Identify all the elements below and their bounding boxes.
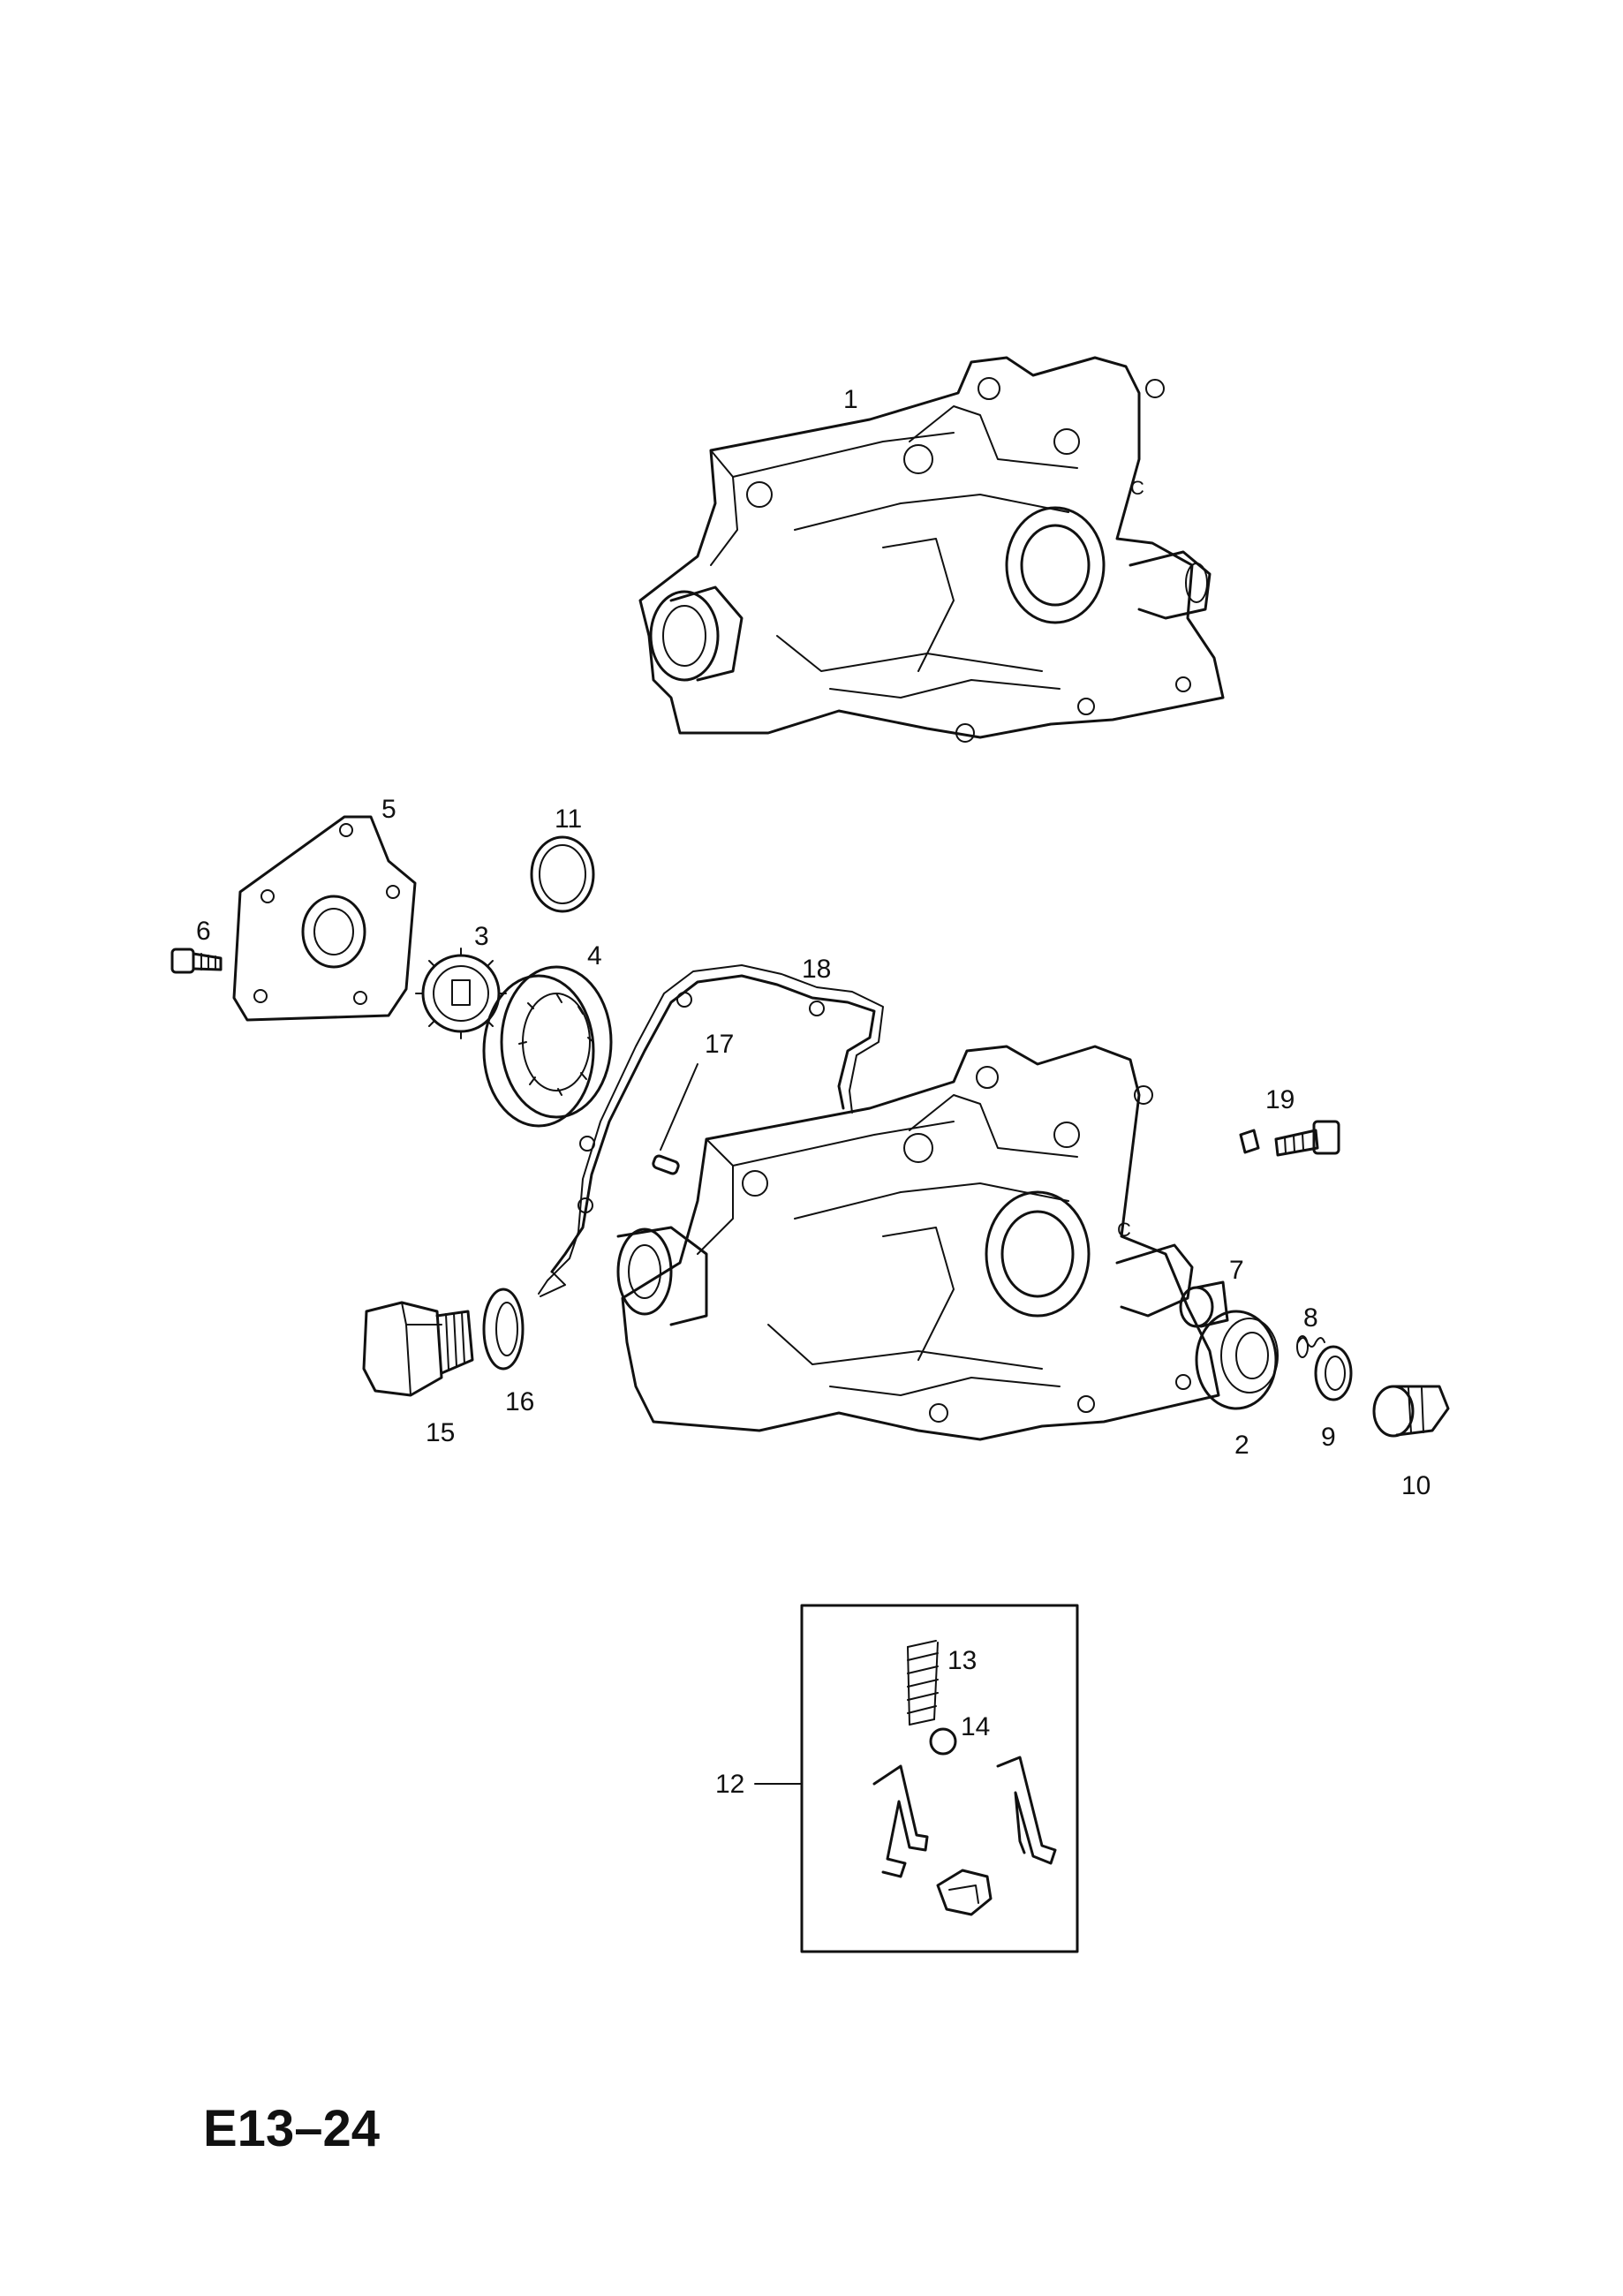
part-12-relief-valve-kit-box <box>754 1604 1079 1953</box>
label-part-7: 7 <box>1229 1256 1244 1285</box>
part-8-relief-spring <box>1296 1335 1325 1358</box>
label-part-9: 9 <box>1321 1423 1336 1452</box>
label-part-13: 13 <box>947 1646 977 1675</box>
part-14-valve-ball <box>929 1727 957 1756</box>
part-labels: 1 5 11 6 3 4 18 17 19 7 8 15 16 2 9 10 1… <box>196 385 1431 1799</box>
label-part-5: 5 <box>381 795 396 824</box>
part-3-inner-rotor-gear <box>415 948 507 1039</box>
part-11-circlip <box>530 835 595 913</box>
label-part-10: 10 <box>1401 1471 1431 1500</box>
part-5-pump-cover-plate <box>232 815 417 1022</box>
part-6-cover-screw <box>170 948 223 974</box>
part-17-dowel-pin <box>652 1154 680 1175</box>
label-part-15: 15 <box>426 1418 455 1447</box>
svg-text:C: C <box>1117 1219 1131 1241</box>
part-18-pump-gasket <box>538 964 884 1297</box>
leader-lines <box>660 1063 698 1151</box>
part-15-drain-plug <box>362 1301 474 1397</box>
part-16-sealing-washer <box>482 1288 525 1371</box>
diagram-reference-code: E13–24 <box>203 2100 380 2157</box>
label-part-11: 11 <box>555 804 582 834</box>
label-part-2: 2 <box>1234 1431 1249 1460</box>
label-part-4: 4 <box>587 941 602 971</box>
label-part-8: 8 <box>1303 1303 1318 1333</box>
label-part-16: 16 <box>505 1387 534 1416</box>
kit-retaining-clips <box>872 1756 1057 1878</box>
label-part-1: 1 <box>843 385 858 414</box>
part-13-valve-spring <box>907 1640 939 1726</box>
kit-valve-body <box>936 1869 993 1916</box>
label-part-6: 6 <box>196 917 211 946</box>
part-10-screw-plug <box>1372 1385 1450 1438</box>
svg-text:C: C <box>1130 477 1144 499</box>
part-7-relief-valve-piston <box>1179 1280 1229 1328</box>
part-1-oil-pump-housing: C <box>638 356 1225 743</box>
part-4-outer-rotor-ring <box>482 965 613 1128</box>
label-part-17: 17 <box>705 1030 734 1059</box>
label-part-18: 18 <box>802 955 831 984</box>
part-2-oil-seal <box>1195 1310 1279 1410</box>
label-part-14: 14 <box>961 1712 990 1741</box>
label-part-3: 3 <box>474 922 489 951</box>
part-1-oil-pump-housing-exploded-view: C <box>616 1045 1220 1441</box>
label-part-19: 19 <box>1265 1085 1295 1114</box>
part-9-sealing-ring <box>1314 1345 1353 1401</box>
label-part-12: 12 <box>715 1770 744 1799</box>
part-19-bolt-with-washer <box>1239 1120 1340 1157</box>
